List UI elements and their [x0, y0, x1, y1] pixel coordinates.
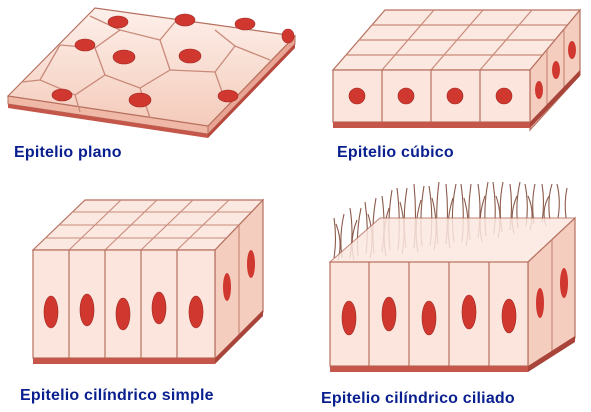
panel-epitelio-plano — [0, 0, 300, 140]
panel-epitelio-cubico — [325, 0, 591, 140]
cuboidal-epithelium-illustration — [325, 0, 591, 140]
simple-columnar-epithelium-illustration — [15, 192, 275, 372]
caption-epitelio-cilindrico-ciliado: Epitelio cilíndrico ciliado — [321, 390, 515, 408]
panel-epitelio-cilindrico-ciliado — [320, 178, 591, 378]
panel-epitelio-cilindrico-simple — [15, 192, 275, 372]
ciliated-columnar-epithelium-illustration — [320, 178, 591, 378]
caption-epitelio-cilindrico-simple: Epitelio cilíndrico simple — [20, 387, 214, 405]
caption-epitelio-cubico: Epitelio cúbico — [337, 144, 454, 162]
squamous-epithelium-illustration — [0, 0, 300, 140]
caption-epitelio-plano: Epitelio plano — [14, 144, 122, 162]
